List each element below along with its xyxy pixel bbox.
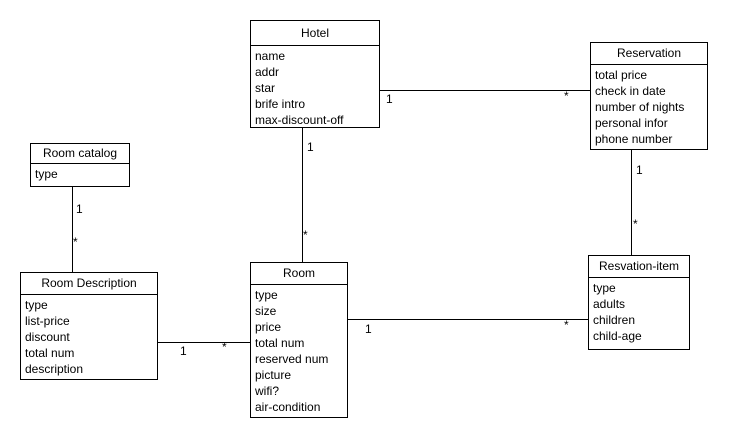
connector-room-description-room — [158, 342, 250, 343]
entity-room-catalog-attributes: type — [31, 164, 129, 182]
attribute: description — [25, 362, 84, 376]
entity-reservation-title: Reservation — [591, 43, 707, 65]
attribute: total price — [595, 68, 648, 82]
room-description-room-mult-one: 1 — [180, 344, 187, 358]
entity-hotel[interactable]: Hotel name addr star brife intro max-dis… — [250, 20, 380, 128]
attribute: brife intro — [255, 97, 306, 111]
attribute: children — [593, 313, 636, 327]
reservation-resvation-item-mult-many: * — [633, 217, 638, 231]
attribute: name — [255, 49, 286, 63]
hotel-room-mult-one: 1 — [307, 140, 314, 154]
entity-reservation[interactable]: Reservation total price check in date nu… — [590, 42, 708, 150]
entity-reservation-attributes: total price check in date number of nigh… — [591, 65, 707, 147]
attribute: max-discount-off — [255, 113, 344, 127]
attribute: adults — [593, 297, 626, 311]
reservation-resvation-item-mult-one: 1 — [636, 163, 643, 177]
attribute: wifi? — [255, 384, 280, 398]
connector-reservation-resvation-item — [631, 150, 632, 255]
attribute: type — [35, 167, 58, 181]
entity-room-attributes: type size price total num reserved num p… — [251, 285, 347, 415]
attribute: number of nights — [595, 100, 685, 114]
room-catalog-room-description-mult-one: 1 — [76, 202, 83, 216]
attribute: reserved num — [255, 352, 329, 366]
attribute: price — [255, 320, 282, 334]
entity-room-catalog[interactable]: Room catalog type — [30, 143, 130, 187]
attribute: picture — [255, 368, 292, 382]
connector-room-catalog-room-description — [72, 187, 73, 272]
attribute: discount — [25, 330, 70, 344]
entity-room-title: Room — [251, 263, 347, 285]
attribute: child-age — [593, 329, 642, 343]
attribute: type — [25, 298, 48, 312]
attribute: total num — [255, 336, 305, 350]
room-resvation-item-mult-many: * — [564, 318, 569, 332]
entity-room[interactable]: Room type size price total num reserved … — [250, 262, 348, 418]
entity-room-description[interactable]: Room Description type list-price discoun… — [20, 272, 158, 380]
room-description-room-mult-many: * — [222, 340, 227, 354]
attribute: total num — [25, 346, 75, 360]
attribute: size — [255, 304, 277, 318]
entity-room-catalog-title: Room catalog — [31, 144, 129, 164]
room-catalog-room-description-mult-many: * — [73, 235, 78, 249]
entity-hotel-title: Hotel — [251, 21, 379, 46]
connector-hotel-reservation — [380, 90, 590, 91]
attribute: check in date — [595, 84, 666, 98]
attribute: type — [593, 281, 616, 295]
entity-room-description-title: Room Description — [21, 273, 157, 295]
room-resvation-item-mult-one: 1 — [365, 322, 372, 336]
entity-room-description-attributes: type list-price discount total num descr… — [21, 295, 157, 377]
attribute: air-condition — [255, 400, 321, 414]
connector-hotel-room — [302, 128, 303, 262]
attribute: list-price — [25, 314, 70, 328]
hotel-reservation-mult-many: * — [564, 89, 569, 103]
connector-room-resvation-item — [348, 319, 588, 320]
entity-resvation-item-title: Resvation-item — [589, 256, 689, 278]
attribute: type — [255, 288, 278, 302]
attribute: addr — [255, 65, 280, 79]
hotel-room-mult-many: * — [303, 228, 308, 242]
attribute: personal infor — [595, 116, 668, 130]
attribute: star — [255, 81, 276, 95]
hotel-reservation-mult-one: 1 — [386, 92, 393, 106]
entity-resvation-item-attributes: type adults children child-age — [589, 278, 689, 344]
entity-hotel-attributes: name addr star brife intro max-discount-… — [251, 46, 379, 128]
attribute: phone number — [595, 132, 673, 146]
entity-resvation-item[interactable]: Resvation-item type adults children chil… — [588, 255, 690, 350]
